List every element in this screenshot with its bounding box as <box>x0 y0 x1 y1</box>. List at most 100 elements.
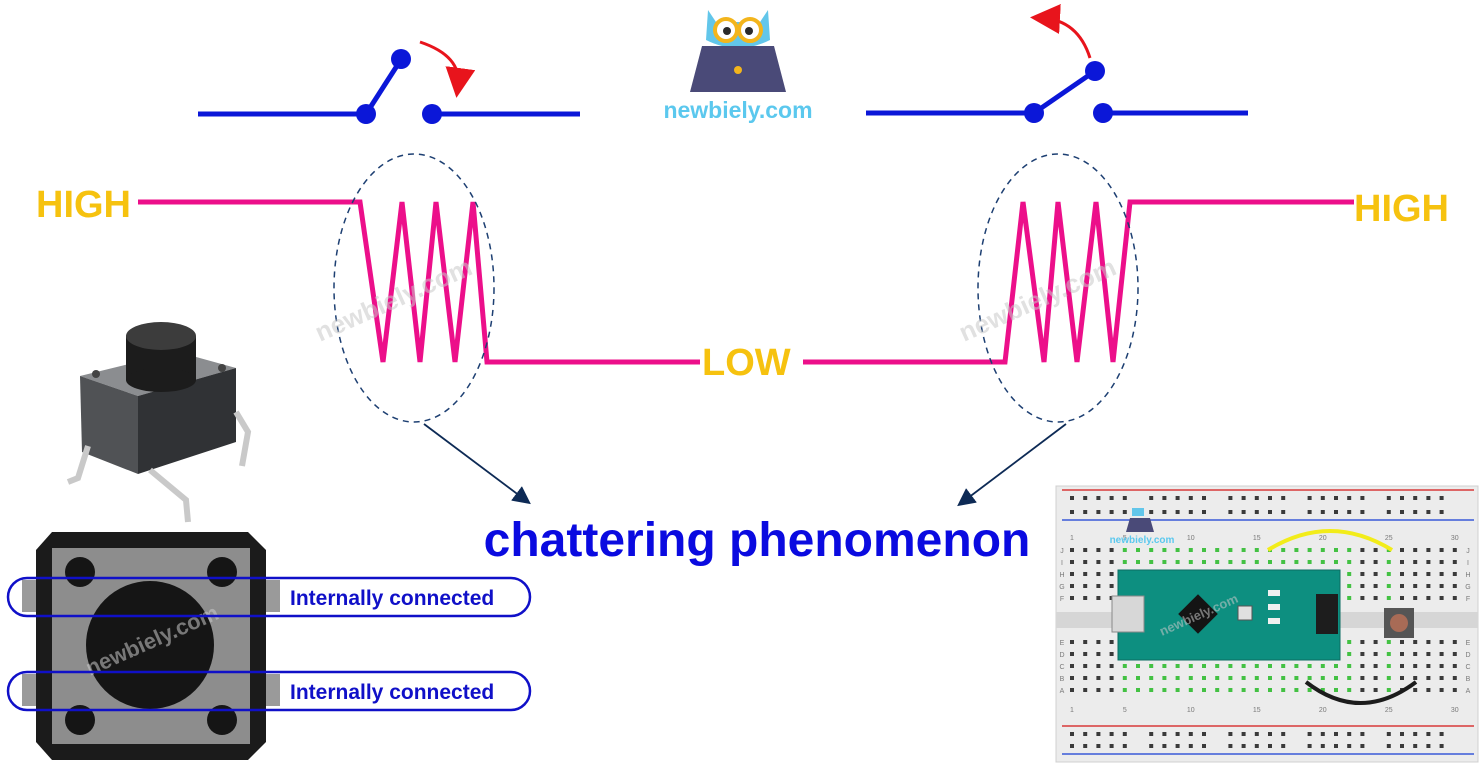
rail-hole <box>1083 732 1088 736</box>
terminal-hole <box>1281 664 1286 668</box>
terminal-hole <box>1096 572 1101 576</box>
terminal-hole <box>1096 560 1101 564</box>
terminal-hole <box>1347 584 1352 588</box>
terminal-hole <box>1307 676 1312 680</box>
rail-hole <box>1070 510 1074 514</box>
terminal-hole <box>1373 652 1378 656</box>
terminal-hole <box>1215 548 1220 552</box>
reset-button <box>1237 605 1253 621</box>
pointer-arrow-left <box>423 423 531 505</box>
terminal-hole <box>1386 596 1391 600</box>
terminal-hole <box>1136 548 1140 552</box>
terminal-hole <box>1439 688 1444 692</box>
terminal-hole <box>1320 676 1325 680</box>
terminal-hole <box>1439 584 1444 588</box>
terminal-hole <box>1215 560 1220 564</box>
rail-hole <box>1320 732 1325 736</box>
terminal-hole <box>1281 548 1286 552</box>
terminal-hole <box>1254 664 1259 668</box>
terminal-hole <box>1228 688 1233 692</box>
terminal-hole <box>1162 560 1167 564</box>
terminal-hole <box>1083 548 1088 552</box>
terminal-hole <box>1070 548 1074 552</box>
internal-connection-label-1: Internally connected <box>290 587 494 610</box>
breadboard-column-number: 30 <box>1451 707 1459 714</box>
rail-hole <box>1096 496 1101 500</box>
terminal-hole <box>1413 640 1418 644</box>
rail-hole <box>1175 510 1180 514</box>
terminal-hole <box>1188 560 1193 564</box>
breadboard-row-letter: H <box>1059 572 1064 579</box>
rail-hole <box>1109 510 1114 514</box>
breadboard-row-letter: F <box>1466 596 1470 603</box>
terminal-hole <box>1307 664 1312 668</box>
rail-hole <box>1254 732 1259 736</box>
rail-hole <box>1426 744 1431 748</box>
terminal-hole <box>1109 572 1114 576</box>
terminal-hole <box>1149 560 1154 564</box>
breadboard-row-letter: I <box>1467 560 1469 567</box>
brand-logo: newbiely.com <box>663 10 813 123</box>
terminal-hole <box>1334 548 1338 552</box>
terminal-hole <box>1228 676 1233 680</box>
terminal-hole <box>1334 676 1338 680</box>
rail-hole <box>1241 496 1246 500</box>
terminal-hole <box>1228 548 1233 552</box>
terminal-hole <box>1122 664 1127 668</box>
terminal-hole <box>1083 560 1088 564</box>
terminal-hole <box>1188 664 1193 668</box>
rail-hole <box>1109 496 1114 500</box>
terminal-hole <box>1360 640 1365 644</box>
rail-hole <box>1070 496 1074 500</box>
breadboard-row-letter: F <box>1060 596 1064 603</box>
terminal-hole <box>1294 688 1299 692</box>
terminal-hole <box>1241 664 1246 668</box>
terminal-hole <box>1452 640 1457 644</box>
breadboard-row-letter: E <box>1060 640 1065 647</box>
curved-arrow-icon <box>419 40 476 98</box>
rail-hole <box>1096 744 1101 748</box>
rail-hole <box>1188 496 1193 500</box>
terminal-hole <box>1070 664 1074 668</box>
left-switch-lever-tip <box>391 49 411 69</box>
rail-hole <box>1281 510 1286 514</box>
rail-hole <box>1268 510 1272 514</box>
right-switch <box>866 4 1248 123</box>
terminal-hole <box>1386 688 1391 692</box>
rail-hole <box>1413 744 1418 748</box>
rail-hole <box>1202 744 1206 748</box>
breadboard-column-number: 20 <box>1319 707 1327 714</box>
high-label-right: HIGH <box>1354 188 1449 230</box>
terminal-hole <box>1188 688 1193 692</box>
terminal-hole <box>1109 640 1114 644</box>
rail-hole <box>1439 496 1444 500</box>
terminal-hole <box>1400 584 1404 588</box>
breadboard-column-number: 25 <box>1385 535 1393 542</box>
terminal-hole <box>1109 664 1114 668</box>
terminal-hole <box>1360 652 1365 656</box>
terminal-hole <box>1347 664 1352 668</box>
rail-hole <box>1347 510 1352 514</box>
terminal-hole <box>1162 664 1167 668</box>
terminal-hole <box>1439 652 1444 656</box>
terminal-hole <box>1070 652 1074 656</box>
rail-hole <box>1400 496 1404 500</box>
terminal-hole <box>1400 652 1404 656</box>
bounce-ellipse-left <box>333 153 495 423</box>
breadboard-column-number: 1 <box>1070 707 1074 714</box>
terminal-hole <box>1109 688 1114 692</box>
terminal-hole <box>1413 652 1418 656</box>
terminal-hole <box>1070 676 1074 680</box>
terminal-hole <box>1083 688 1088 692</box>
diagram-title: chattering phenomenon <box>484 514 1031 567</box>
terminal-hole <box>1347 676 1352 680</box>
terminal-hole <box>1268 560 1272 564</box>
breadboard-column-number: 15 <box>1253 707 1261 714</box>
rail-hole <box>1281 496 1286 500</box>
terminal-hole <box>1452 676 1457 680</box>
breadboard-push-button-cap <box>1390 614 1408 632</box>
terminal-hole <box>1373 688 1378 692</box>
usb-port <box>1111 595 1145 633</box>
signal-waveform <box>138 199 1354 365</box>
